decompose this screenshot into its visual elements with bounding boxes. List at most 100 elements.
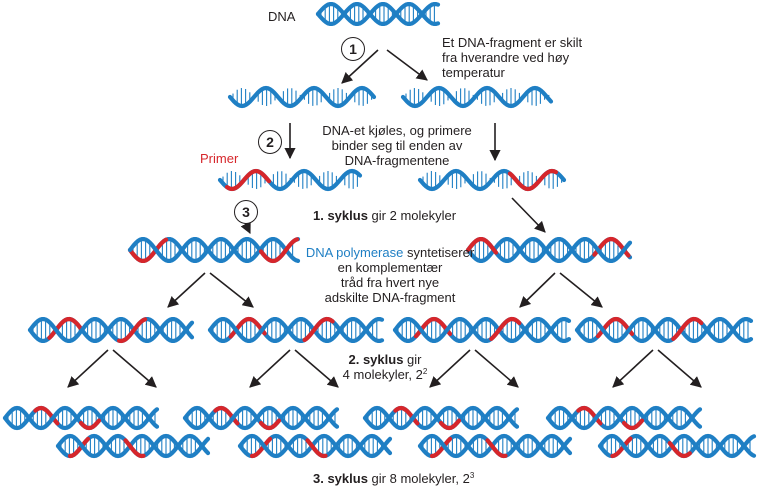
dna-strand-a — [400, 85, 554, 109]
cycle-2-rest: gir — [403, 352, 422, 367]
helix-cycle2-3 — [392, 316, 572, 343]
primer-segment — [302, 316, 335, 343]
helix-cycle3-top-2 — [182, 405, 340, 431]
arrow-denature-left — [341, 49, 379, 84]
cycle-3-exponent: 3 — [469, 471, 475, 480]
primer-segment — [507, 168, 558, 192]
arrow-c1-right-b — [559, 272, 603, 308]
arrow-c1-left-a — [167, 272, 206, 308]
primer-segment — [249, 436, 273, 459]
cycle-2-exponent: 2 — [422, 367, 428, 376]
dna-strand-a — [362, 405, 520, 431]
dna-strand-b — [207, 317, 385, 343]
polymerase-line-2: en komplementær — [337, 260, 443, 275]
polymerase-line-3: tråd fra hvert nye — [340, 275, 440, 290]
arrow-c2-4-a — [612, 349, 654, 388]
denature-text: Et DNA-fragment er skilt fra hverandre v… — [442, 35, 582, 80]
cycle-3-caption: 3. syklus gir 8 molekyler, 23 — [313, 471, 474, 486]
polymerase-line-1: syntetiserer — [403, 245, 475, 260]
arrow-c2-3-b — [474, 349, 519, 388]
primer-segment — [667, 441, 692, 459]
helix-cycle3-bottom-3 — [417, 433, 573, 459]
step-2-badge: 2 — [258, 130, 282, 154]
helix-single-right — [400, 85, 554, 109]
primer-segment — [671, 316, 704, 341]
helix-cycle3-bottom-4 — [597, 433, 757, 459]
dna-strand-b — [392, 317, 572, 343]
primer-label: Primer — [200, 151, 239, 166]
cycle-2-caption: 2. syklus gir 4 molekyler, 22 — [330, 352, 440, 382]
cycle-1-rest: gir 2 molekyler — [367, 208, 457, 223]
helix-primed-left — [217, 168, 363, 192]
dna-strand-b — [574, 317, 754, 343]
arrow-c1-right-a — [519, 272, 556, 308]
cycle-3-rest: gir 8 molekyler, 2 — [367, 471, 470, 486]
helix-cycle3-bottom-2 — [237, 433, 393, 459]
step-3-badge: 3 — [234, 200, 258, 224]
arrow-c2-2-b — [294, 349, 339, 388]
polymerase-text: DNA polymerase syntetiserer en komplemen… — [290, 245, 490, 305]
dna-strand-a — [227, 85, 377, 109]
polymerase-line-4: adskilte DNA-fragment — [324, 290, 456, 305]
primer-segment — [438, 418, 462, 431]
denature-line-3: temperatur — [442, 65, 505, 80]
dna-strand-a — [315, 1, 441, 26]
arrow-c2-3-a — [429, 349, 471, 388]
dna-strand-a — [2, 405, 160, 431]
arrow-c2-4-b — [657, 349, 702, 388]
arrow-extend-right — [511, 197, 546, 233]
helix-cycle3-top-3 — [362, 405, 520, 431]
primer-segment — [489, 316, 522, 341]
anneal-line-3: DNA-fragmentene — [344, 153, 450, 168]
primer-segment — [67, 436, 91, 459]
helix-single-left — [227, 85, 377, 109]
anneal-text: DNA-et kjøles, og primere binder seg til… — [304, 123, 490, 168]
helix-cycle2-4 — [574, 316, 754, 343]
cycle-1-caption: 1. syklus gir 2 molekyler — [313, 208, 456, 223]
arrow-c2-2-a — [249, 349, 291, 388]
primer-segment — [610, 436, 633, 459]
cycle-3-bold: 3. syklus — [313, 471, 368, 486]
helix-cycle1-right — [465, 236, 633, 263]
dna-strand-a — [545, 405, 703, 431]
anneal-line-1: DNA-et kjøles, og primere — [322, 123, 472, 138]
primer-segment — [258, 237, 300, 264]
primer-segment — [621, 418, 645, 431]
primer-segment — [465, 237, 499, 255]
helix-cycle3-top-4 — [545, 405, 703, 431]
arrow-c1-left-b — [209, 272, 254, 308]
helix-cycle3-bottom-1 — [55, 433, 211, 459]
primer-segment — [305, 438, 328, 459]
cycle-2-line-2: 4 molekyler, 2 — [342, 367, 423, 382]
dna-label: DNA — [268, 9, 296, 24]
helix-top-dna — [315, 1, 441, 26]
cycle-2-bold: 2. syklus — [348, 352, 404, 367]
step-1-badge: 1 — [341, 37, 365, 61]
dna-strand-b — [315, 1, 441, 26]
helix-cycle3-top-1 — [2, 405, 160, 431]
helix-cycle2-1 — [27, 316, 195, 344]
denature-line-2: fra hverandre ved høy — [442, 50, 570, 65]
primer-segment — [127, 237, 169, 263]
helix-primed-right — [417, 168, 567, 192]
primer-segment — [258, 418, 282, 431]
helix-cycle1-left — [127, 237, 301, 264]
cycle-1-bold: 1. syklus — [313, 208, 368, 223]
helix-cycle2-2 — [207, 316, 385, 343]
primer-segment — [78, 418, 102, 431]
primer-segment — [224, 169, 272, 191]
primer-segment — [117, 317, 148, 344]
arrow-c2-1-b — [112, 349, 157, 388]
dna-strand-a — [182, 405, 340, 431]
primer-segment — [485, 438, 508, 459]
primer-segment — [429, 436, 453, 459]
arrow-denature-right — [386, 49, 428, 81]
denature-line-1: Et DNA-fragment er skilt — [442, 35, 583, 50]
polymerase-term: DNA polymerase — [305, 245, 404, 260]
dna-strand-b — [27, 317, 195, 343]
anneal-line-2: binder seg til enden av — [331, 138, 463, 153]
primer-segment — [123, 438, 146, 459]
arrow-c2-1-a — [67, 349, 109, 388]
